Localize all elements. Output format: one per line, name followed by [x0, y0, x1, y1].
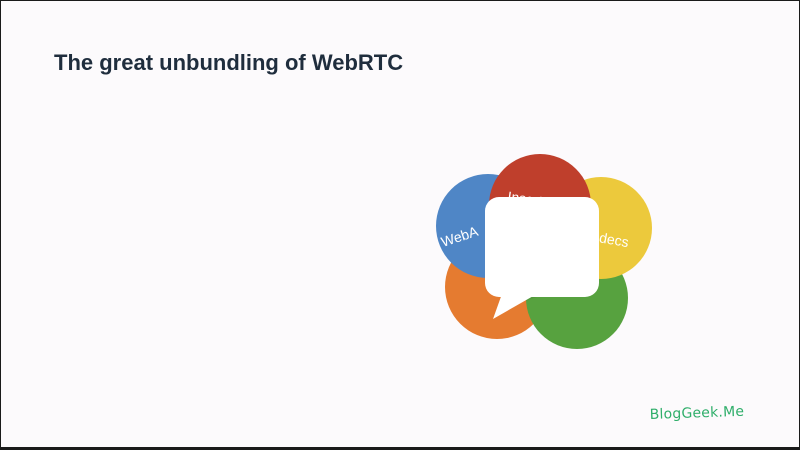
- speech-bubble: [485, 197, 599, 319]
- webrtc-logo-graphic: WebA Insertable Codecs: [436, 154, 652, 349]
- webrtc-logo: WebA Insertable Codecs: [431, 151, 661, 356]
- slide-title: The great unbundling of WebRTC: [54, 50, 404, 75]
- brand-logo: BlogGeek.Me: [649, 403, 745, 423]
